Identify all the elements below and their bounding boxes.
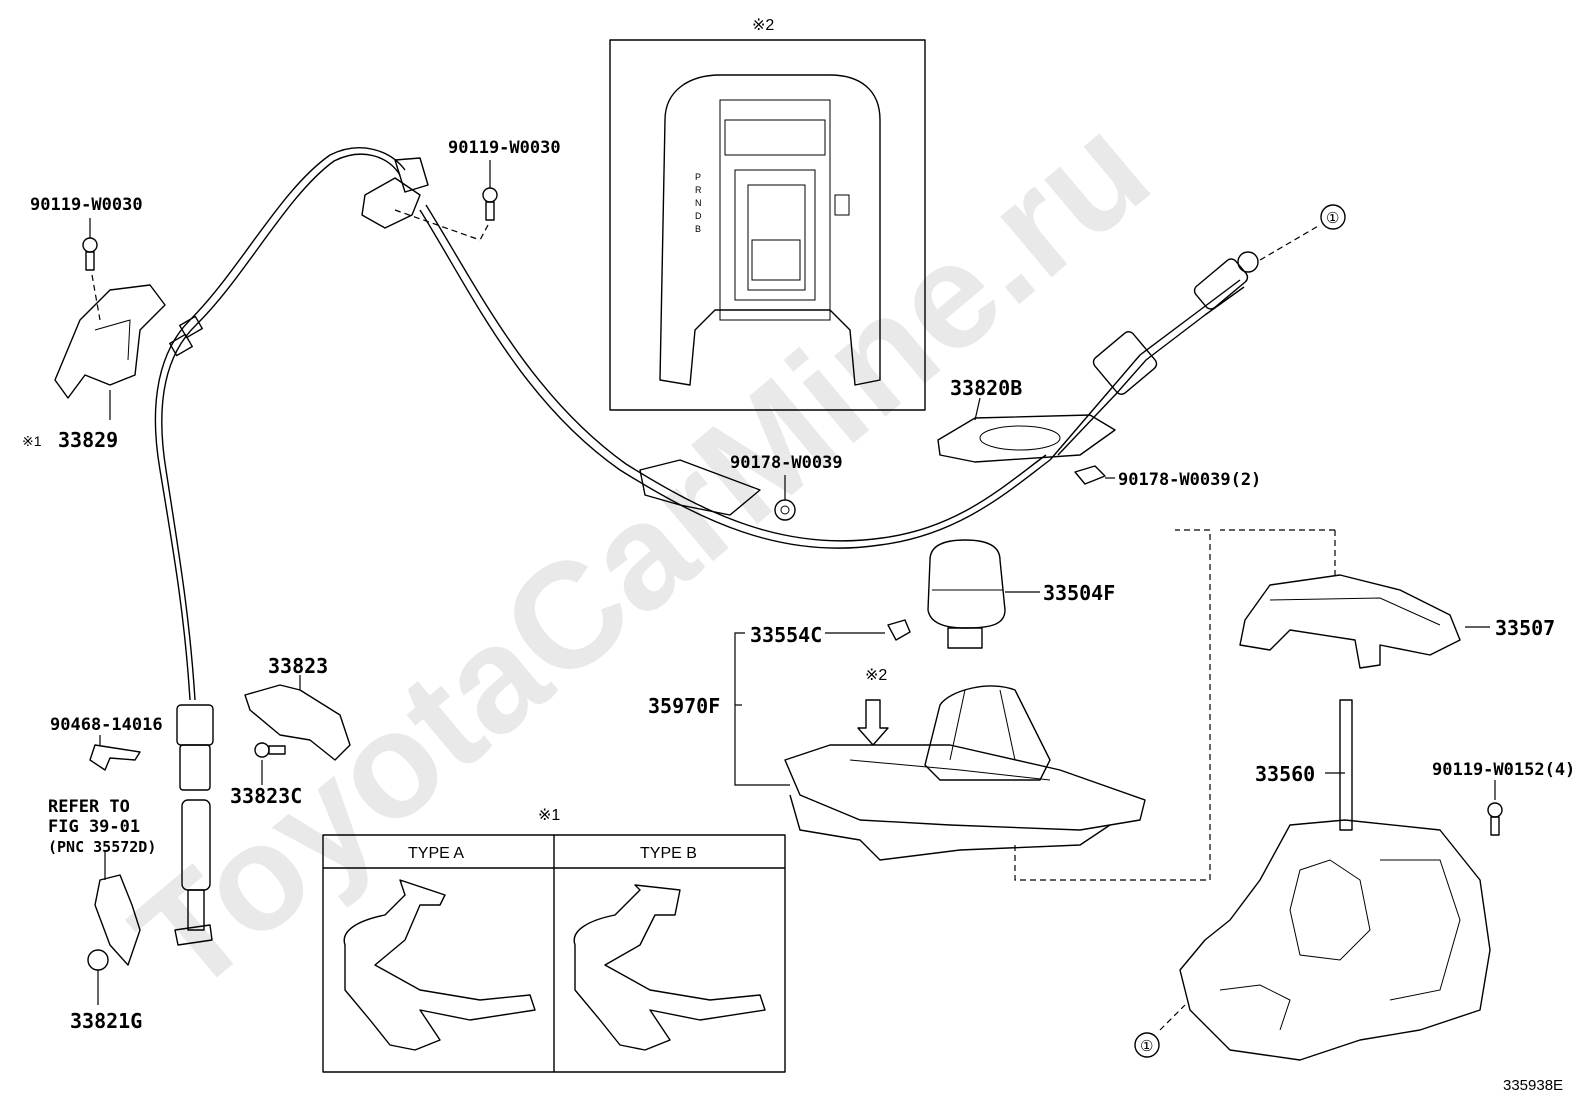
svg-text:①: ① xyxy=(1326,210,1339,227)
bracket-33820b xyxy=(937,414,1116,463)
gear-indicator: P R N D B xyxy=(695,172,702,234)
clip-33554c xyxy=(887,619,911,641)
label-90119-w0030-left: 90119-W0030 xyxy=(30,195,143,215)
shift-lever-assembly xyxy=(1179,699,1491,1061)
arrow-down-icon xyxy=(857,699,889,746)
refer-line1: REFER TO xyxy=(48,797,130,817)
bracket-type-a xyxy=(343,879,536,1051)
callout-1-bottom: ① xyxy=(1134,1032,1160,1058)
label-33829-prefix: ※1 xyxy=(22,433,42,449)
cable-end-fitting xyxy=(1092,251,1259,395)
label-33821g: 33821G xyxy=(70,1009,142,1033)
label-33504f: 33504F xyxy=(1043,581,1115,605)
label-33829: 33829 xyxy=(58,428,118,452)
shift-knob xyxy=(927,539,1006,649)
shift-cable-outer xyxy=(161,153,401,701)
watermark: ToyotaCarMine.ru xyxy=(103,83,1179,1024)
callout-1-top: ① xyxy=(1320,204,1346,230)
label-33820b: 33820B xyxy=(950,376,1022,400)
cable-sleeve xyxy=(174,704,214,946)
svg-text:①: ① xyxy=(1140,1038,1153,1055)
note2-arrow-label: ※2 xyxy=(865,667,887,684)
gear-letter: P xyxy=(695,172,701,182)
gear-letter: B xyxy=(695,224,701,234)
refer-line2: FIG 39-01 xyxy=(48,817,140,837)
label-33823: 33823 xyxy=(268,654,328,678)
label-33823c: 33823C xyxy=(230,784,302,808)
type-b-label: TYPE B xyxy=(640,845,697,862)
diagram-code: 335938E xyxy=(1503,1077,1563,1094)
bracket-33829 xyxy=(54,284,166,399)
bolt-icon-33560 xyxy=(1487,802,1503,836)
label-90468-14016: 90468-14016 xyxy=(50,715,163,735)
shift-cable xyxy=(154,147,406,701)
type-a-label: TYPE A xyxy=(408,845,464,862)
cable-mid-bracket xyxy=(639,459,761,516)
gear-letter: N xyxy=(695,198,702,208)
clip-90468 xyxy=(89,744,141,771)
bolt-icon xyxy=(482,187,498,221)
bolt-dash-top-2 xyxy=(479,224,489,241)
cable-clamp-bracket xyxy=(361,157,429,229)
dash-callout-bottom xyxy=(1159,1004,1186,1031)
shift-cable-lower-run xyxy=(419,209,1051,549)
bracket-type-b xyxy=(573,884,766,1051)
cable-collar-upper xyxy=(169,315,203,357)
label-90119-w0152-4: 90119-W0152(4) xyxy=(1432,760,1575,780)
bolt-icon-left xyxy=(82,237,98,271)
note1-label: ※1 xyxy=(538,807,560,824)
type-table xyxy=(322,834,786,1073)
label-90119-w0030-top: 90119-W0030 xyxy=(448,138,561,158)
bolt-dash-top xyxy=(394,209,481,241)
assembly-boundary xyxy=(1014,529,1336,881)
gear-letter: R xyxy=(695,185,702,195)
label-33554c: 33554C xyxy=(750,623,822,647)
label-90178-w0039: 90178-W0039 xyxy=(730,453,843,473)
console-panel xyxy=(659,74,881,386)
note2-box xyxy=(609,39,926,411)
bracket-33507 xyxy=(1239,574,1461,669)
bracket-refer xyxy=(94,874,141,966)
nut-icon-right xyxy=(1074,465,1106,485)
bracket-33823 xyxy=(244,684,351,761)
console-housing xyxy=(784,685,1146,861)
label-35970f: 35970F xyxy=(648,694,720,718)
leader-33820b xyxy=(974,397,981,421)
bolt-icon-33823c xyxy=(254,742,286,758)
note2-label: ※2 xyxy=(752,17,774,34)
gear-letter: D xyxy=(695,211,702,221)
cable-to-end xyxy=(1049,279,1241,461)
dash-callout-top xyxy=(1259,224,1321,261)
label-33560: 33560 xyxy=(1255,762,1315,786)
refer-line3: (PNC 35572D) xyxy=(48,838,156,856)
label-33507: 33507 xyxy=(1495,616,1555,640)
label-90178-w0039-2: 90178-W0039(2) xyxy=(1118,470,1261,490)
bolt-dash-left xyxy=(91,274,101,321)
bracket-35970f xyxy=(734,632,790,786)
nut-icon-33821g xyxy=(87,949,109,971)
